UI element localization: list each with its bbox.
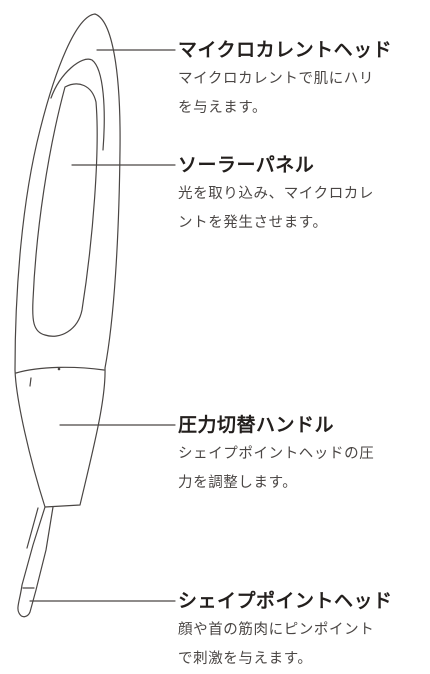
callout-description-line: 顔や首の筋肉にピンポイント (178, 622, 375, 638)
callout-microcurrent-head: マイクロカレントヘッド マイクロカレントで肌にハリ を与えます。 (178, 37, 428, 123)
device-body-outline (14, 13, 121, 508)
solar-panel-outline (32, 83, 98, 337)
callout-description-line: マイクロカレントで肌にハリ (178, 71, 375, 87)
callout-solar-panel: ソーラーパネル 光を取り込み、マイクロカレ ントを発生させます。 (178, 152, 428, 238)
callout-description: シェイプポイントヘッドの圧 力を調整します。 (178, 440, 428, 498)
handle-mark-dot (57, 367, 61, 371)
shape-point-shaft (17, 506, 54, 618)
callout-description: マイクロカレントで肌にハリ を与えます。 (178, 65, 428, 123)
callout-title: マイクロカレントヘッド (178, 39, 393, 61)
head-cap-line (50, 58, 105, 151)
callout-description: 光を取り込み、マイクロカレ ントを発生させます。 (178, 180, 428, 238)
callout-title: ソーラーパネル (178, 154, 315, 176)
callout-description-line: 力を調整します。 (178, 475, 298, 491)
callout-title: 圧力切替ハンドル (178, 414, 335, 436)
shaft-inner-line (26, 507, 39, 549)
callout-description: 顔や首の筋肉にピンポイント で刺激を与えます。 (178, 616, 428, 674)
callout-description-line: シェイプポイントヘッドの圧 (178, 446, 375, 462)
callout-description-line: で刺激を与えます。 (178, 651, 313, 667)
callout-description-line: 光を取り込み、マイクロカレ (178, 186, 375, 202)
callout-description-line: ントを発生させます。 (178, 215, 328, 231)
callout-pressure-switch-handle: 圧力切替ハンドル シェイプポイントヘッドの圧 力を調整します。 (178, 412, 428, 498)
callout-shape-point-head: シェイプポイントヘッド 顔や首の筋肉にピンポイント で刺激を与えます。 (178, 588, 428, 674)
callout-description-line: を与えます。 (178, 100, 268, 116)
handle-mark-left (29, 377, 32, 387)
callout-title: シェイプポイントヘッド (178, 590, 393, 612)
handle-separation-line (15, 366, 105, 374)
